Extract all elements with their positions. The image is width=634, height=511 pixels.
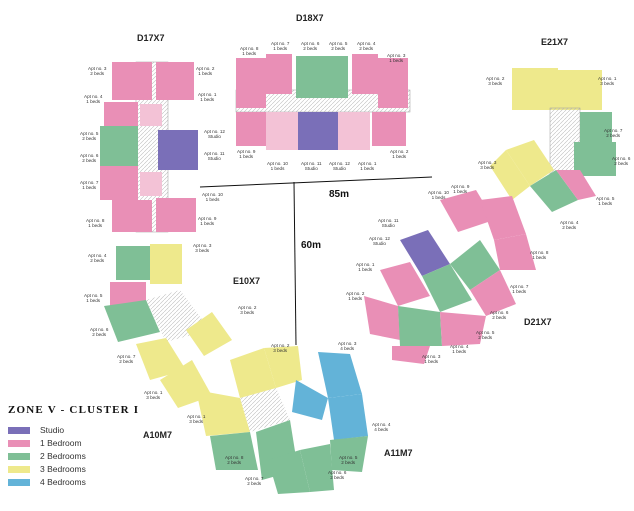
block-d18x7-plan xyxy=(235,54,411,150)
block-label-a11m7: A11M7 xyxy=(384,448,413,458)
block-label-e10x7: E10X7 xyxy=(233,276,261,286)
block-d17x7-plan xyxy=(100,61,198,233)
block-a10m7-a11m7-plan xyxy=(196,346,368,494)
legend-label: 1 Bedroom xyxy=(40,438,82,448)
block-e10x7-plan xyxy=(104,244,232,408)
legend: ZONE V - CLUSTER I Studio 1 Bedroom 2 Be… xyxy=(8,404,158,489)
legend-label: 4 Bedrooms xyxy=(40,477,86,487)
legend-swatch xyxy=(8,465,30,473)
block-e21x7-plan xyxy=(490,68,616,212)
dimension-line-60m xyxy=(293,181,297,346)
legend-swatch xyxy=(8,478,30,486)
block-label-d18x7: D18X7 xyxy=(296,13,324,23)
legend-label: 3 Bedrooms xyxy=(40,464,86,474)
legend-swatch xyxy=(8,439,30,447)
legend-item-1-bedroom: 1 Bedroom xyxy=(8,437,158,449)
legend-item-4-bedrooms: 4 Bedrooms xyxy=(8,476,158,488)
legend-swatch xyxy=(8,452,30,460)
block-label-e21x7: E21X7 xyxy=(541,37,569,47)
dimension-line-85m xyxy=(199,176,433,188)
block-label-d21x7: D21X7 xyxy=(524,317,552,327)
block-label-d17x7: D17X7 xyxy=(137,33,165,43)
block-label-a10m7: A10M7 xyxy=(143,430,173,440)
dimension-label-60m: 60m xyxy=(301,240,322,251)
dimension-label-85m: 85m xyxy=(329,189,350,200)
legend-title: ZONE V - CLUSTER I xyxy=(8,404,140,416)
legend-label: Studio xyxy=(40,425,65,435)
block-d21x7-plan xyxy=(364,190,536,364)
legend-label: 2 Bedrooms xyxy=(40,451,86,461)
legend-item-3-bedrooms: 3 Bedrooms xyxy=(8,463,158,475)
legend-item-2-bedrooms: 2 Bedrooms xyxy=(8,450,158,462)
legend-item-studio: Studio xyxy=(8,424,158,436)
legend-swatch xyxy=(8,426,30,434)
